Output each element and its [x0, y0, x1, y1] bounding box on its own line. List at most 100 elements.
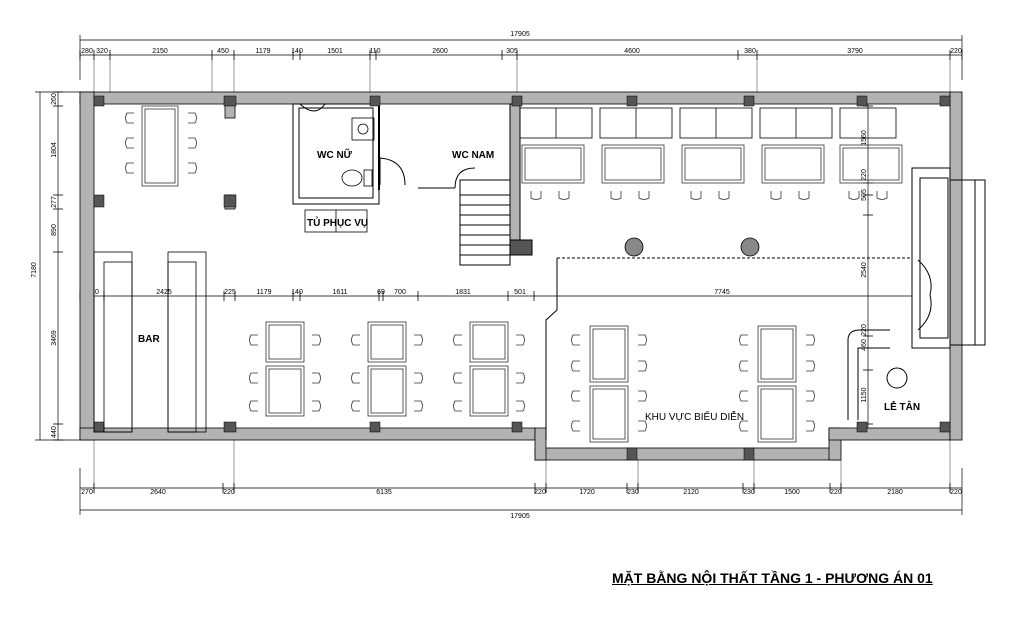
table: [265, 365, 305, 417]
booth-seating-top: [519, 107, 897, 139]
room-labels: WC NỮ WC NAM TỦ PHỤC VỤ BAR KHU VỰC BIỂU…: [138, 148, 920, 423]
dim-top-5: 140: [291, 48, 303, 55]
table: [521, 144, 585, 184]
chair-icon: [876, 191, 888, 200]
dim-left-3: 890: [51, 224, 58, 236]
chair-icon: [188, 162, 197, 174]
chair-icon: [312, 372, 321, 384]
dim-mid-3: 1179: [256, 289, 271, 296]
dimension-ticks: [53, 50, 963, 493]
table-top: [842, 147, 900, 181]
dim-mid-10: 7745: [714, 289, 730, 296]
table: [469, 321, 509, 363]
chair-icon: [414, 400, 423, 412]
chair-icon: [351, 400, 360, 412]
dim-bottom-0: 270: [81, 489, 93, 496]
dim-bottom-7: 2120: [683, 489, 699, 496]
chair-icon: [530, 191, 542, 200]
chair-icon: [558, 191, 570, 200]
dim-bottom-4: 220: [534, 489, 546, 496]
chair-icon: [414, 372, 423, 384]
table-top: [472, 324, 506, 360]
chair-icon: [610, 191, 622, 200]
table-top: [592, 388, 626, 440]
chair-icon: [414, 334, 423, 346]
dim-overall-top: 17905: [510, 31, 530, 38]
chair-icon: [249, 372, 258, 384]
table-top: [684, 147, 742, 181]
chair-icon: [453, 334, 462, 346]
dim-top-1: 320: [96, 48, 108, 55]
table: [367, 365, 407, 417]
chair-icon: [739, 390, 748, 402]
dim-top-6: 1501: [327, 48, 343, 55]
chair-icon: [690, 191, 702, 200]
chair-icon: [806, 334, 815, 346]
table: [757, 385, 797, 443]
chair-icon: [453, 372, 462, 384]
dim-top-3: 450: [217, 48, 229, 55]
dim-bottom-8: 230: [743, 489, 755, 496]
dim-bottom-3: 6135: [376, 489, 392, 496]
dim-right-2: 220: [861, 169, 868, 181]
dim-top-4: 1179: [255, 48, 270, 55]
chair-icon: [806, 390, 815, 402]
bar-counters: [93, 251, 207, 433]
chair-icon: [798, 191, 810, 200]
chair-icon: [571, 390, 580, 402]
table: [367, 321, 407, 363]
chair-icon: [571, 360, 580, 372]
chair-icon: [516, 334, 525, 346]
dim-top-2: 2150: [152, 48, 168, 55]
dim-left-2: 277: [51, 196, 58, 208]
chair-icon: [188, 112, 197, 124]
round-columns: [624, 237, 760, 257]
dim-mid-1: 2425: [156, 289, 172, 296]
dim-bottom-2: 220: [223, 489, 235, 496]
dim-mid-4: 140: [291, 289, 303, 296]
label-bar: BAR: [138, 334, 160, 345]
table-top: [592, 328, 626, 380]
dim-overall-left: 7180: [31, 262, 38, 278]
interior-partitions: [292, 103, 986, 440]
dim-bottom-9: 1500: [784, 489, 800, 496]
dim-bottom-5: 1720: [579, 489, 595, 496]
table: [589, 325, 629, 383]
chair-icon: [351, 334, 360, 346]
label-khu-vuc-bieu-dien: KHU VỰC BIỂU DIỄN: [645, 410, 744, 423]
dim-right-7: 1150: [861, 387, 868, 402]
dim-left-5: 440: [51, 426, 58, 438]
chair-icon: [351, 372, 360, 384]
chair-icon: [848, 191, 860, 200]
chair-icon: [516, 372, 525, 384]
chair-icon: [739, 360, 748, 372]
dim-left-4: 3469: [51, 330, 58, 346]
chair-icon: [125, 162, 134, 174]
table: [589, 385, 629, 443]
dim-left-0: 260: [51, 93, 58, 105]
table: [469, 365, 509, 417]
table-top: [764, 147, 822, 181]
dim-top-7: 110: [369, 48, 380, 55]
dim-right-6: 460: [861, 339, 868, 351]
dim-mid-8: 1831: [455, 289, 471, 296]
furniture-layout: [125, 105, 903, 443]
dim-top-10: 4600: [624, 48, 640, 55]
chair-icon: [638, 334, 647, 346]
chair-icon: [453, 400, 462, 412]
label-tu-phuc-vu: TỦ PHỤC VỤ: [307, 216, 368, 229]
chair-icon: [638, 390, 647, 402]
table: [601, 144, 665, 184]
chair-icon: [125, 112, 134, 124]
drawing-title: MẶT BẰNG NỘI THẤT TẦNG 1 - PHƯƠNG ÁN 01: [612, 570, 933, 586]
dim-bottom-12: 220: [950, 489, 962, 496]
table: [761, 144, 825, 184]
chair-icon: [188, 137, 197, 149]
table: [757, 325, 797, 383]
table-top: [472, 368, 506, 414]
dim-mid-2: 225: [224, 289, 236, 296]
chair-icon: [516, 400, 525, 412]
chair-icon: [638, 420, 647, 432]
chair-icon: [571, 420, 580, 432]
dim-top-0: 280: [81, 48, 93, 55]
